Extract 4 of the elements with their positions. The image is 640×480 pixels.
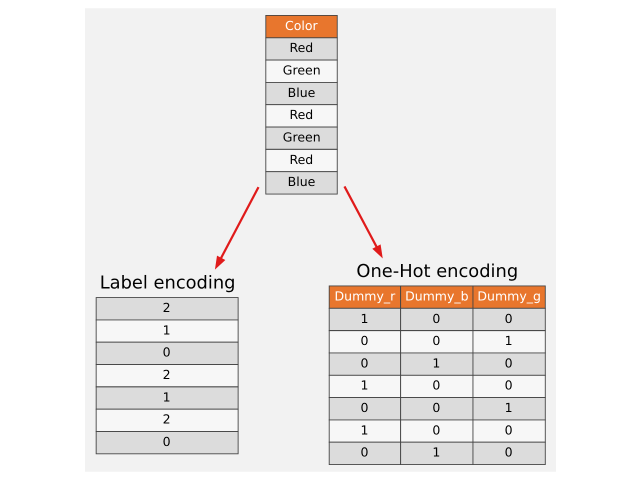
- node-label: Label encoding: [99, 272, 235, 294]
- node-label: One-Hot encoding: [356, 261, 518, 282]
- arrow: [342, 186, 382, 258]
- arrow: [214, 186, 259, 270]
